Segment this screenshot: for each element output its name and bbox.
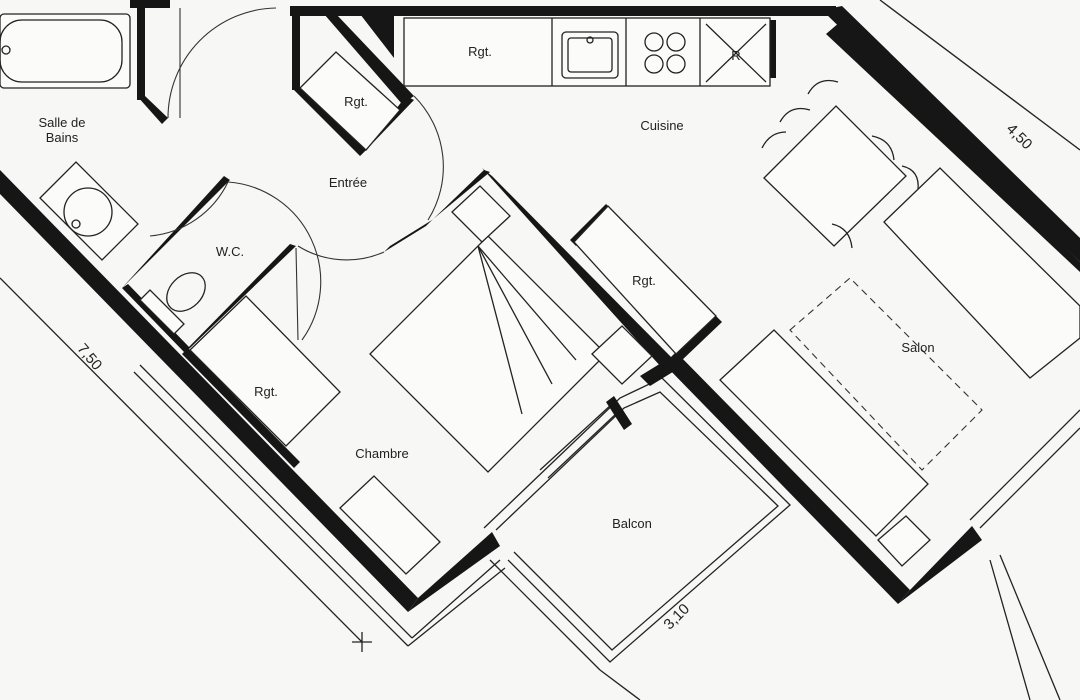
closet-entry [299,51,401,151]
closet-bedroom [189,295,341,447]
storage-label-entry: Rgt. [344,94,368,109]
closet-salon [573,205,717,355]
nightstand-bottom [591,325,653,385]
coffee-table [789,277,983,471]
sink [561,31,619,79]
room-label-cuisine: Cuisine [640,118,683,133]
tv-unit [719,329,931,567]
dimension-top-right: 4,50 [1003,120,1036,153]
desk [339,475,441,575]
dining-table [761,79,919,249]
kitchen-counter [403,17,771,87]
room-label-salon: Salon [901,340,934,355]
washbasin [39,161,139,261]
toilet [139,272,206,335]
room-label-bathroom-line2: Bains [46,130,79,145]
fridge-label: R [731,48,740,63]
bed [369,235,607,473]
room-label-chambre: Chambre [355,446,408,461]
room-label-bathroom-line1: Salle de [39,115,86,130]
room-label-balcon: Balcon [612,516,652,531]
fridge: R [705,23,767,83]
dimension-bottom: 3,10 [660,600,693,633]
nightstand-top [451,185,511,243]
room-label-wc: W.C. [216,244,244,259]
room-label-entree: Entrée [329,175,367,190]
facade-lines [133,364,506,647]
storage-label-bedroom: Rgt. [254,384,278,399]
bathtub [0,13,131,89]
doors [149,7,444,341]
storage-label-salon: Rgt. [632,273,656,288]
walls [0,0,1080,612]
salon-glazing [969,409,1080,700]
balcony-outline [483,377,791,663]
cooktop [644,32,686,74]
sofa [883,167,1080,379]
storage-label-kitchen: Rgt. [468,44,492,59]
